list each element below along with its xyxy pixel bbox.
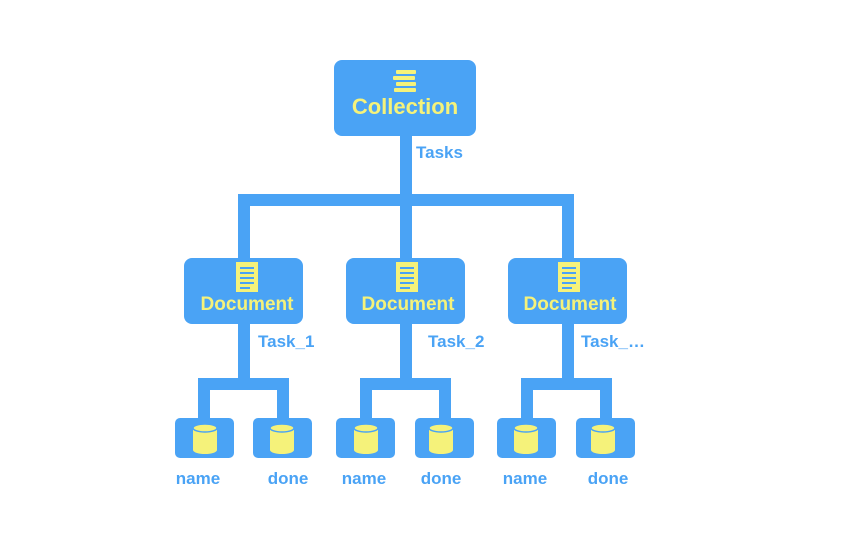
field-node-1-done <box>253 418 312 458</box>
field-node-1-name <box>175 418 234 458</box>
database-cylinder-icon <box>353 423 379 454</box>
document-icon <box>236 262 258 292</box>
document-2-edge-label: Task_2 <box>428 332 484 351</box>
database-cylinder-icon <box>513 423 539 454</box>
database-cylinder-icon <box>590 423 616 454</box>
field-node-3-name <box>497 418 556 458</box>
field-node-2-name <box>336 418 395 458</box>
document-icon <box>396 262 418 292</box>
database-cylinder-icon <box>269 423 295 454</box>
connector-document-1-branch <box>198 378 289 420</box>
document-icon <box>558 262 580 292</box>
collection-node: Collection <box>334 60 476 136</box>
connector-document-3-branch <box>521 378 612 420</box>
collection-edge-label: Tasks <box>416 143 463 162</box>
collection-box <box>334 60 476 136</box>
collection-title: Collection <box>352 94 458 119</box>
document-node-1: Document <box>184 258 303 324</box>
document-title: Document <box>362 294 456 315</box>
document-node-3: Document <box>508 258 627 324</box>
document-title: Document <box>201 294 295 315</box>
stacked-books-icon <box>393 70 416 92</box>
field-label: done <box>588 469 629 488</box>
field-label: name <box>176 469 220 488</box>
database-cylinder-icon <box>428 423 454 454</box>
database-cylinder-icon <box>192 423 218 454</box>
document-3-edge-label: Task_… <box>581 332 645 351</box>
document-node-2: Document <box>346 258 465 324</box>
field-label: done <box>421 469 462 488</box>
document-1-edge-label: Task_1 <box>258 332 314 351</box>
field-node-2-done <box>415 418 474 458</box>
document-title: Document <box>524 294 618 315</box>
field-label: done <box>268 469 309 488</box>
connector-document-2-branch <box>360 378 451 420</box>
connectors <box>198 134 612 420</box>
field-node-3-done <box>576 418 635 458</box>
field-label: name <box>503 469 547 488</box>
field-label: name <box>342 469 386 488</box>
